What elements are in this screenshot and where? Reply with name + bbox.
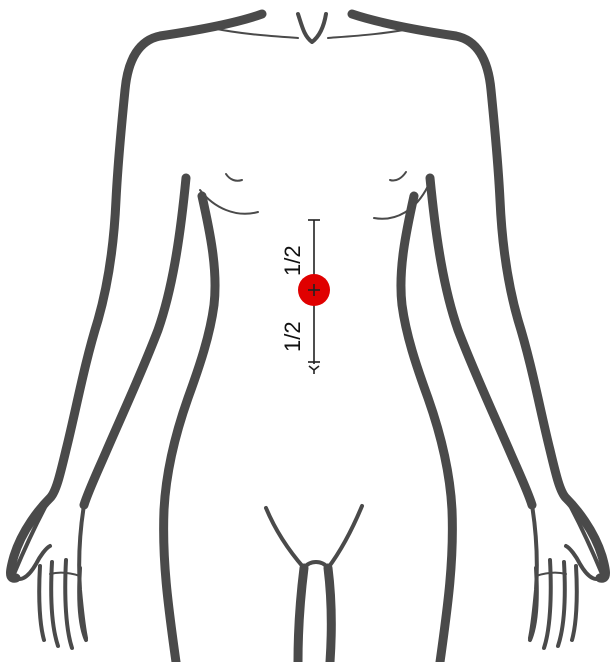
left-inner-leg (298, 568, 304, 662)
left-hand (14, 498, 86, 648)
chest-details (200, 172, 428, 219)
neck-notch (298, 14, 326, 42)
right-collarbone (328, 28, 414, 38)
pelvis-lines (266, 506, 362, 568)
right-nipple-mark (390, 172, 406, 181)
left-finger-1 (39, 566, 44, 640)
left-groin-line (266, 508, 304, 568)
right-breast-line (374, 186, 428, 219)
measure-label-upper: 1/2 (280, 245, 305, 276)
right-finger-2 (558, 562, 565, 646)
left-nipple-mark (226, 174, 242, 181)
left-finger-2 (51, 562, 58, 646)
right-hand (530, 498, 602, 648)
measure-label-lower: 1/2 (280, 321, 305, 352)
left-shoulder-arm-outer (11, 14, 263, 578)
right-groin-line (328, 506, 362, 568)
left-collarbone (212, 28, 298, 38)
right-inner-leg (328, 568, 331, 662)
right-finger-1 (572, 566, 577, 640)
right-shoulder-arm-outer (352, 14, 606, 578)
navel-mark (309, 366, 319, 374)
